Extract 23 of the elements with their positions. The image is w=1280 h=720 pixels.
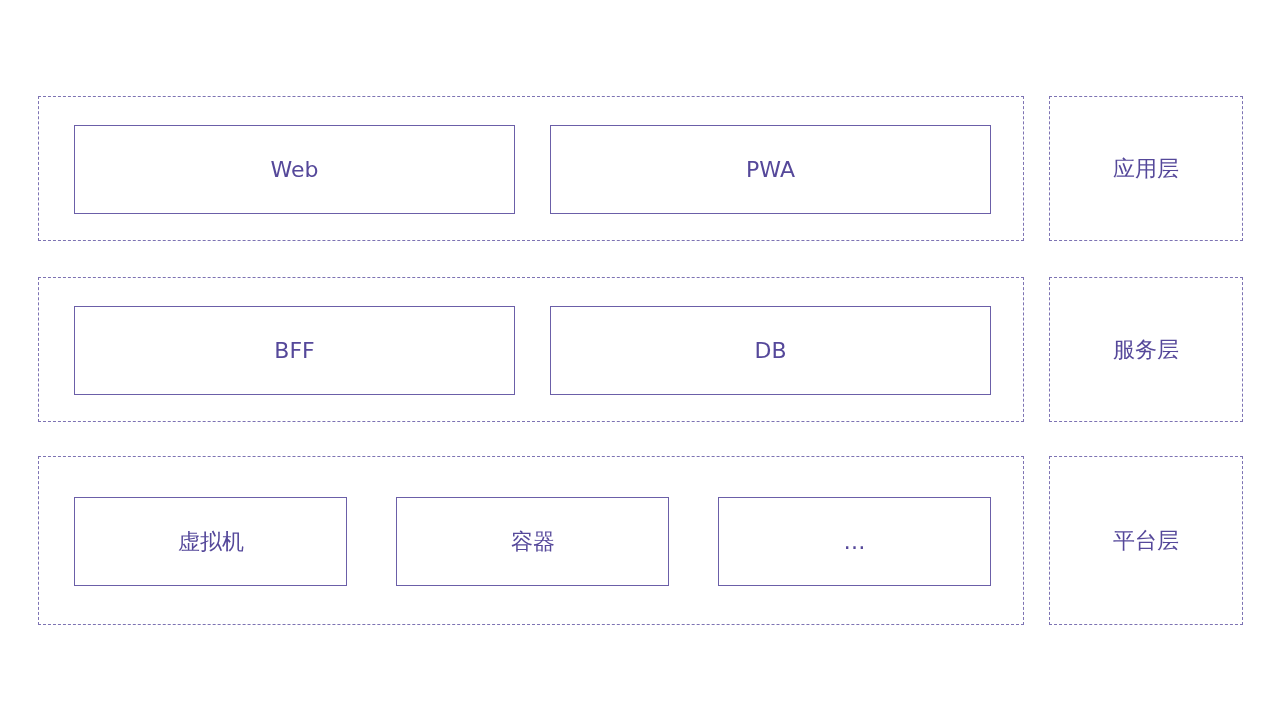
layer-label-box	[1049, 96, 1243, 241]
layer-name: 平台层	[1113, 526, 1179, 555]
layer-name: 应用层	[1113, 154, 1179, 183]
component-name: 虚拟机	[177, 527, 244, 556]
component-box	[718, 497, 991, 586]
component-name: Web	[270, 157, 319, 182]
dashed-group-box	[38, 456, 1024, 625]
component-box	[550, 125, 991, 214]
component-name: PWA	[746, 157, 795, 182]
component-box	[74, 497, 347, 586]
component-name: BFF	[274, 338, 315, 363]
component-name: …	[843, 529, 866, 554]
component-box	[74, 125, 515, 214]
component-box	[550, 306, 991, 395]
component-box	[396, 497, 669, 586]
component-box	[74, 306, 515, 395]
layer-label-box	[1049, 456, 1243, 625]
component-name: DB	[754, 338, 787, 363]
component-name: 容器	[510, 527, 555, 556]
dashed-group-box	[38, 277, 1024, 422]
layer-label-box	[1049, 277, 1243, 422]
layer-name: 服务层	[1113, 335, 1179, 364]
dashed-group-box	[38, 96, 1024, 241]
